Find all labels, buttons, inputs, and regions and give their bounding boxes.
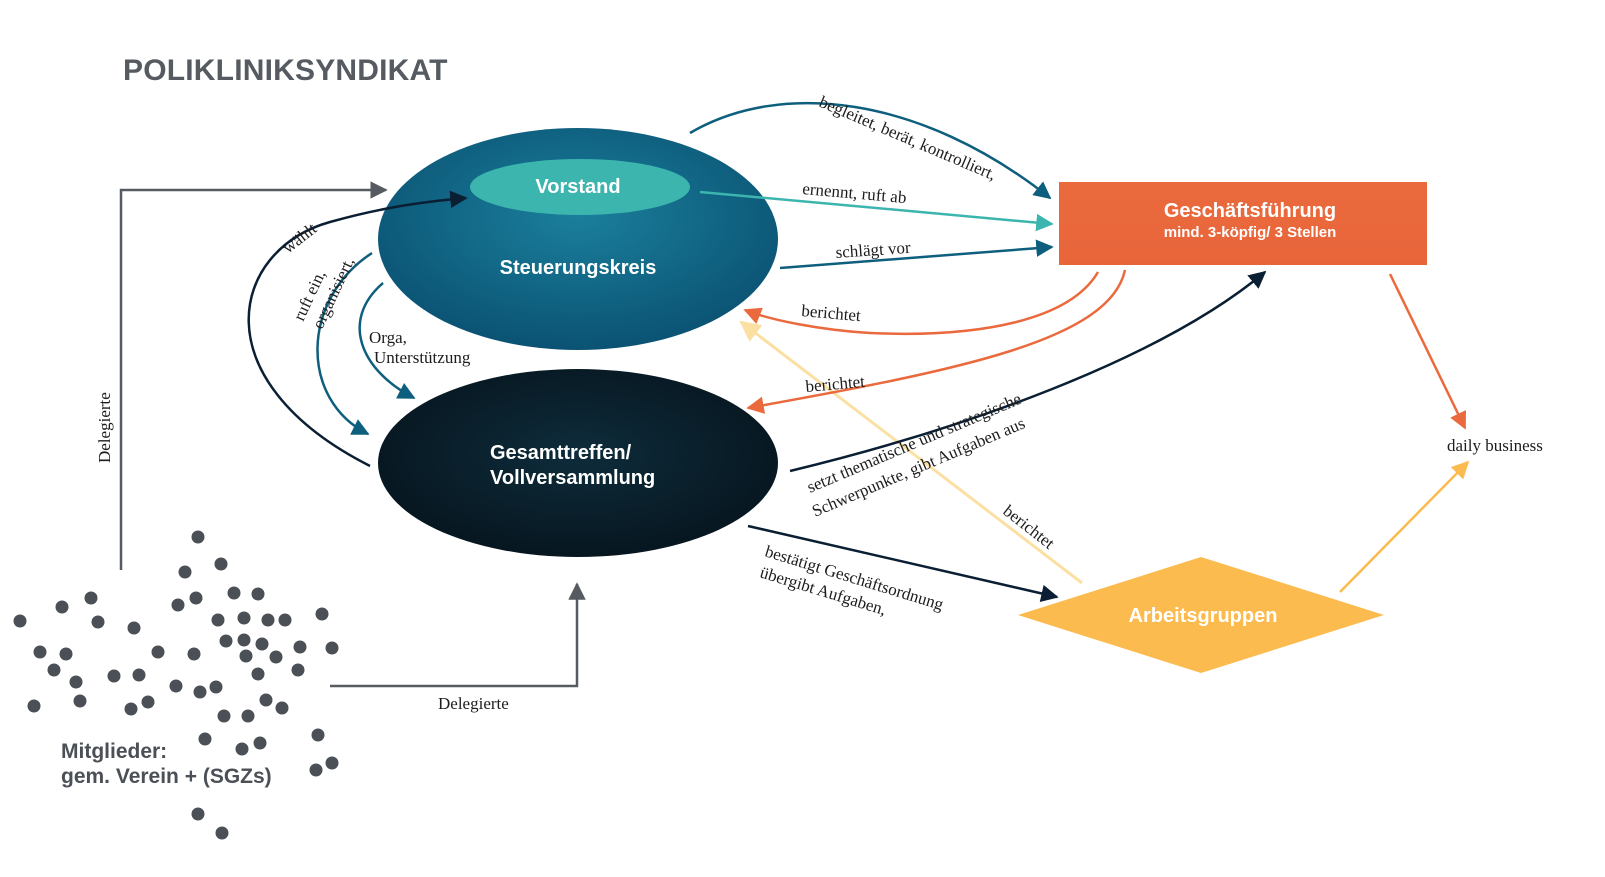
label-orga-2: Unterstützung [374, 348, 471, 367]
member-dot [293, 640, 307, 654]
member-dot [237, 633, 251, 647]
arrow-gf-daily-business [1388, 273, 1467, 430]
geschaeftsfuehrung-label: Geschäftsführung [1164, 200, 1336, 222]
member-dot [73, 694, 87, 708]
member-dot [253, 736, 267, 750]
arrow-orga [358, 282, 416, 400]
arrow-setzt-schwerpunkte [789, 270, 1267, 473]
member-dot [198, 732, 212, 746]
member-dot [251, 667, 265, 681]
vorstand-label: Vorstand [535, 176, 620, 198]
member-dot [325, 641, 339, 655]
gesamttreffen-label-2: Vollversammlung [490, 467, 655, 489]
member-dot [235, 742, 249, 756]
arrow-ruft-ein [316, 251, 373, 436]
member-dot [209, 680, 223, 694]
member-dot [55, 600, 69, 614]
gesamttreffen-label-1: Gesamttreffen/ [490, 442, 632, 464]
member-dot [217, 709, 231, 723]
member-dot [211, 613, 225, 627]
member-dot [84, 591, 98, 605]
daily-business-label: daily business [1447, 436, 1543, 455]
member-dot [178, 565, 192, 579]
member-dot [191, 530, 205, 544]
arrow-gf-berichtet-gesamttreffen [746, 269, 1127, 414]
arrow-ernennt [699, 190, 1054, 232]
label-waehlt: wählt [279, 219, 321, 257]
member-dot [214, 557, 228, 571]
gesamttreffen-node[interactable] [378, 369, 778, 557]
geschaeftsfuehrung-sublabel: mind. 3-köpfig/ 3 Stellen [1164, 224, 1337, 241]
member-dot [259, 693, 273, 707]
diagram-title: POLIKLINIKSYNDIKAT [123, 54, 448, 87]
arrow-begleitet [689, 101, 1052, 200]
member-dot [269, 650, 283, 664]
arrow-delegierte-to-steuerungskreis [119, 181, 388, 570]
arrow-ag-daily-business [1339, 460, 1470, 593]
member-dot [169, 679, 183, 693]
arbeitsgruppen-label: Arbeitsgruppen [1129, 605, 1278, 627]
arrow-bestaetigt [747, 524, 1059, 603]
steuerungskreis-label: Steuerungskreis [500, 257, 657, 279]
member-dot [189, 591, 203, 605]
member-dot [215, 826, 229, 840]
label-orga-1: Orga, [369, 328, 407, 347]
member-dot [291, 663, 305, 677]
member-dot [241, 709, 255, 723]
mitglieder-label-1: Mitglieder: [61, 740, 167, 763]
member-dot [127, 621, 141, 635]
member-dot [132, 668, 146, 682]
member-dot [187, 647, 201, 661]
member-dot [171, 598, 185, 612]
arrow-gf-berichtet-steuerungskreis [743, 271, 1100, 336]
member-dot [325, 756, 339, 770]
geschaeftsfuehrung-node[interactable] [1059, 182, 1427, 265]
member-dot [239, 649, 253, 663]
member-dot [315, 607, 329, 621]
member-dot [227, 586, 241, 600]
member-dot [219, 634, 233, 648]
member-dot [69, 675, 83, 689]
arrow-schlaegt-vor [779, 239, 1054, 270]
arrow-delegierte-to-gesamttreffen [330, 582, 586, 688]
member-dot [47, 663, 61, 677]
member-dot [255, 637, 269, 651]
member-dot [237, 611, 251, 625]
label-berichtet-1: berichtet [801, 301, 862, 325]
member-dot [91, 615, 105, 629]
member-dot [309, 763, 323, 777]
arrow-ag-to-steuerungskreis [739, 320, 1083, 585]
member-dot [107, 669, 121, 683]
member-dot [33, 645, 47, 659]
arbeitsgruppen-node[interactable] [1018, 557, 1384, 673]
member-dot [261, 613, 275, 627]
member-dot [141, 695, 155, 709]
vorstand-node[interactable] [470, 159, 690, 215]
label-delegierte-left: Delegierte [95, 392, 114, 463]
member-dot [13, 614, 27, 628]
members-dot-cloud [13, 530, 339, 840]
member-dot [124, 702, 138, 716]
member-dot [27, 699, 41, 713]
member-dot [151, 645, 165, 659]
mitglieder-label-2: gem. Verein + (SGZs) [61, 765, 272, 788]
member-dot [59, 647, 73, 661]
member-dot [311, 728, 325, 742]
label-delegierte-bottom: Delegierte [438, 694, 509, 713]
member-dot [275, 701, 289, 715]
arrow-waehlt [247, 190, 468, 468]
label-berichtet-2: berichtet [805, 372, 866, 396]
member-dot [193, 685, 207, 699]
member-dot [278, 613, 292, 627]
label-begleitet: begleitet, berät, kontrolliert, [816, 92, 999, 184]
member-dot [251, 587, 265, 601]
member-dot [191, 807, 205, 821]
